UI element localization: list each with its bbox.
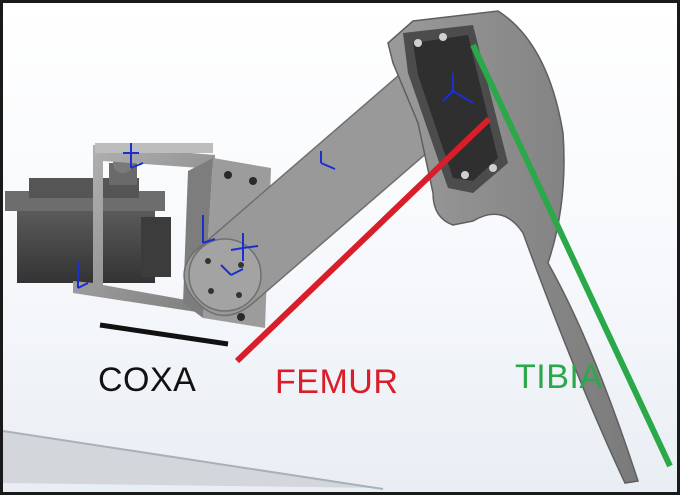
- tibia-line: [470, 43, 673, 468]
- femur-line: [234, 116, 492, 364]
- coxa-servo: [5, 153, 171, 283]
- coxa-label: COXA: [98, 361, 197, 399]
- robot-leg-render: [3, 10, 673, 490]
- ground-edge: [3, 430, 384, 490]
- axis-markers: [77, 73, 474, 289]
- tibia-link: [387, 10, 639, 484]
- tibia-label: TIBIA: [515, 358, 603, 396]
- coxa-line: [99, 322, 229, 347]
- femur-label: FEMUR: [275, 363, 399, 401]
- coxa-bracket: [73, 143, 215, 313]
